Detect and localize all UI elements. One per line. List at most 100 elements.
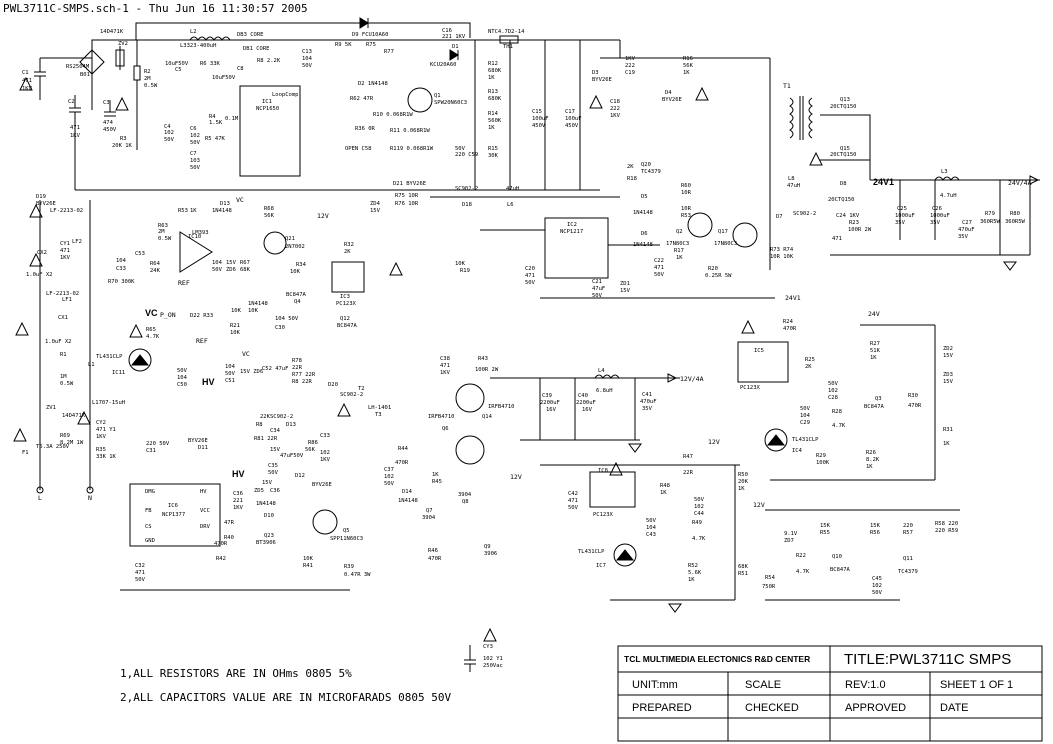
svg-text:C19: C19 xyxy=(625,70,635,76)
svg-text:4.7K: 4.7K xyxy=(146,334,160,340)
svg-text:DRV: DRV xyxy=(200,524,211,530)
svg-text:D1: D1 xyxy=(452,44,459,50)
rev-field: REV:1.0 xyxy=(845,679,886,691)
protection-section: 12V 9.1V ZD7 15K R55 15K R56 220 R57 R58… xyxy=(753,501,960,601)
svg-text:ZD6: ZD6 xyxy=(226,267,236,273)
svg-text:47uH: 47uH xyxy=(506,186,519,192)
svg-text:C36: C36 xyxy=(270,488,280,494)
ic3-optocoupler xyxy=(331,261,365,293)
svg-text:1KV: 1KV xyxy=(22,86,33,92)
svg-text:15K: 15K xyxy=(870,523,881,529)
svg-text:R36 0R: R36 0R xyxy=(355,126,376,132)
svg-text:1KV: 1KV xyxy=(233,505,244,511)
svg-text:R23: R23 xyxy=(849,220,859,226)
svg-text:1K: 1K xyxy=(488,75,495,81)
svg-text:R20: R20 xyxy=(708,266,718,272)
svg-text:R18: R18 xyxy=(627,176,637,182)
svg-text:50V: 50V xyxy=(225,371,236,377)
svg-text:471: 471 xyxy=(135,570,145,576)
svg-text:R86: R86 xyxy=(308,440,318,446)
svg-text:C35: C35 xyxy=(268,463,278,469)
svg-text:L4: L4 xyxy=(598,368,605,374)
svg-text:C51: C51 xyxy=(225,378,235,384)
svg-text:8.2M 1W: 8.2M 1W xyxy=(60,440,84,446)
svg-text:9.1V: 9.1V xyxy=(784,531,798,537)
svg-text:R67: R67 xyxy=(240,260,250,266)
svg-text:R27: R27 xyxy=(870,341,880,347)
svg-text:50V: 50V xyxy=(190,165,201,171)
svg-text:R49: R49 xyxy=(692,520,702,526)
svg-text:R68: R68 xyxy=(264,206,274,212)
q17-mosfet xyxy=(732,222,758,248)
svg-text:C44: C44 xyxy=(694,511,705,517)
svg-text:Q3: Q3 xyxy=(875,396,882,402)
svg-text:IC3: IC3 xyxy=(340,294,350,300)
svg-text:C40: C40 xyxy=(578,393,588,399)
svg-text:15V ZD6: 15V ZD6 xyxy=(240,369,263,375)
svg-text:3904: 3904 xyxy=(422,515,436,521)
svg-text:50V: 50V xyxy=(872,590,883,596)
svg-text:C24 1KV: C24 1KV xyxy=(836,213,860,219)
svg-text:20K 1K: 20K 1K xyxy=(112,143,133,149)
svg-text:1N4148: 1N4148 xyxy=(633,210,653,216)
svg-text:221 1KV: 221 1KV xyxy=(442,34,466,40)
svg-text:4.7K: 4.7K xyxy=(796,569,810,575)
svg-text:1KV: 1KV xyxy=(610,113,621,119)
svg-text:1K: 1K xyxy=(660,490,667,496)
svg-text:16V: 16V xyxy=(546,407,557,413)
svg-text:BYV26E: BYV26E xyxy=(188,438,208,444)
svg-text:15V: 15V xyxy=(943,353,954,359)
svg-text:51K: 51K xyxy=(870,348,881,354)
svg-text:CY2: CY2 xyxy=(96,420,106,426)
svg-text:SC902-2: SC902-2 xyxy=(270,414,293,420)
svg-text:D11: D11 xyxy=(198,445,208,451)
warning-icons xyxy=(13,76,823,642)
svg-text:BC847A: BC847A xyxy=(830,567,851,573)
svg-text:15V: 15V xyxy=(943,379,954,385)
svg-text:100R 2W: 100R 2W xyxy=(848,227,872,233)
svg-text:1K: 1K xyxy=(683,70,690,76)
svg-text:1000uF: 1000uF xyxy=(895,213,915,219)
svg-text:20CTQ150: 20CTQ150 xyxy=(830,104,857,110)
svg-text:10K: 10K xyxy=(303,556,314,562)
svg-text:2K: 2K xyxy=(344,249,351,255)
svg-text:R43: R43 xyxy=(478,356,488,362)
svg-text:R65: R65 xyxy=(146,327,156,333)
svg-text:R2: R2 xyxy=(144,69,151,75)
svg-text:102: 102 xyxy=(190,133,200,139)
svg-text:BYV26E: BYV26E xyxy=(312,482,332,488)
q21-mosfet xyxy=(263,231,287,255)
svg-text:R44: R44 xyxy=(398,446,409,452)
svg-text:R10 0.068R1W: R10 0.068R1W xyxy=(373,112,413,118)
svg-text:C31: C31 xyxy=(146,448,156,454)
svg-text:Q20: Q20 xyxy=(641,162,651,168)
svg-text:33K 1K: 33K 1K xyxy=(96,454,117,460)
svg-text:47R: 47R xyxy=(224,520,235,526)
svg-text:68K: 68K xyxy=(738,564,749,570)
svg-text:R56: R56 xyxy=(870,530,880,536)
svg-text:C20: C20 xyxy=(525,266,535,272)
warning-icon xyxy=(695,86,709,101)
svg-text:R80: R80 xyxy=(1010,211,1020,217)
svg-text:PC123X: PC123X xyxy=(336,301,357,307)
svg-text:10R 10K: 10R 10K xyxy=(770,254,794,260)
net-24v-out: 24V/4A xyxy=(1008,179,1032,187)
svg-text:R26: R26 xyxy=(866,450,876,456)
svg-text:R70 300K: R70 300K xyxy=(108,279,135,285)
svg-text:DMG: DMG xyxy=(145,489,155,495)
svg-text:1.5K: 1.5K xyxy=(209,120,223,126)
svg-text:C8: C8 xyxy=(237,66,244,72)
svg-text:10K: 10K xyxy=(230,330,241,336)
svg-text:R81 22R: R81 22R xyxy=(254,436,278,442)
svg-text:0.47R 3W: 0.47R 3W xyxy=(344,572,371,578)
emi-filter-section: D19 BYV26E LF-2213-02 CY1 471 1KV LF2 CX… xyxy=(22,194,125,502)
net-12v-b: 12V xyxy=(510,473,522,481)
svg-text:470R: 470R xyxy=(428,556,442,562)
svg-text:C27: C27 xyxy=(962,220,972,226)
svg-text:2M: 2M xyxy=(158,229,165,235)
svg-text:471: 471 xyxy=(440,363,450,369)
warning-icon xyxy=(809,151,823,166)
warning-icon xyxy=(77,410,91,425)
svg-text:L8: L8 xyxy=(788,176,795,182)
